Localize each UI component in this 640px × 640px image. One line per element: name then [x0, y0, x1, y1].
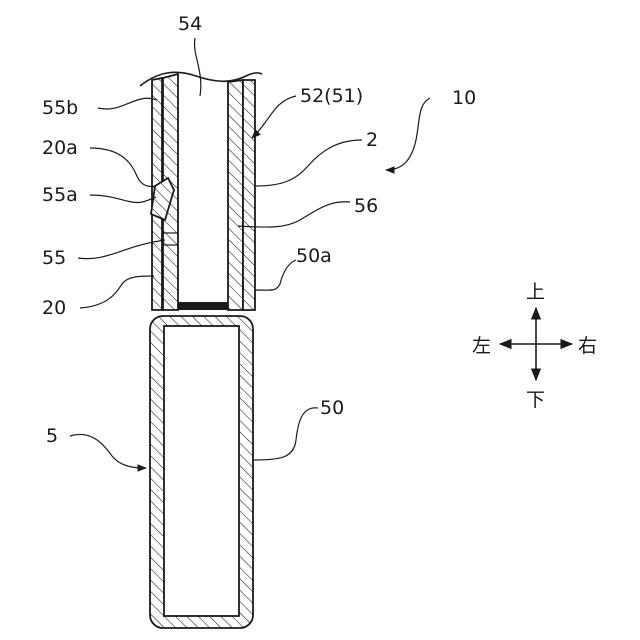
leader-20 — [80, 276, 154, 308]
direction-right-label: 右 — [578, 335, 597, 357]
leader-50 — [254, 408, 318, 460]
label-20: 20 — [42, 297, 66, 319]
label-55b: 55b — [42, 97, 78, 119]
outer-wall-2 — [243, 80, 255, 310]
label-5: 5 — [46, 425, 58, 447]
label-52-51: 52(51) — [300, 85, 363, 107]
direction-compass: 上 下 左 右 — [472, 281, 597, 411]
leader-10 — [386, 98, 430, 170]
label-55a: 55a — [42, 184, 78, 206]
inner-wall-right — [228, 80, 243, 310]
leader-55a — [90, 195, 156, 203]
leader-50a — [256, 260, 296, 290]
label-50a: 50a — [296, 245, 332, 267]
bottom-plate — [178, 302, 228, 310]
lower-capsule — [150, 316, 253, 628]
leader-54 — [195, 38, 201, 96]
label-2: 2 — [366, 129, 378, 151]
label-50: 50 — [320, 397, 344, 419]
direction-left-label: 左 — [472, 335, 491, 357]
leader-55b — [98, 98, 157, 109]
label-54: 54 — [178, 13, 202, 35]
direction-up-label: 上 — [526, 281, 545, 303]
direction-down-label: 下 — [526, 389, 545, 411]
leader-2 — [256, 140, 362, 186]
leader-20a — [90, 148, 156, 187]
capsule-cavity — [164, 326, 239, 616]
leader-52 — [252, 96, 296, 138]
reference-labels: 54 55b 20a 55a 55 20 52(51) 10 2 56 50a … — [42, 13, 476, 447]
upper-tube — [140, 72, 262, 310]
label-56: 56 — [354, 195, 378, 217]
label-10: 10 — [452, 87, 476, 109]
leader-5 — [70, 434, 146, 468]
label-55: 55 — [42, 247, 66, 269]
label-20a: 20a — [42, 137, 78, 159]
